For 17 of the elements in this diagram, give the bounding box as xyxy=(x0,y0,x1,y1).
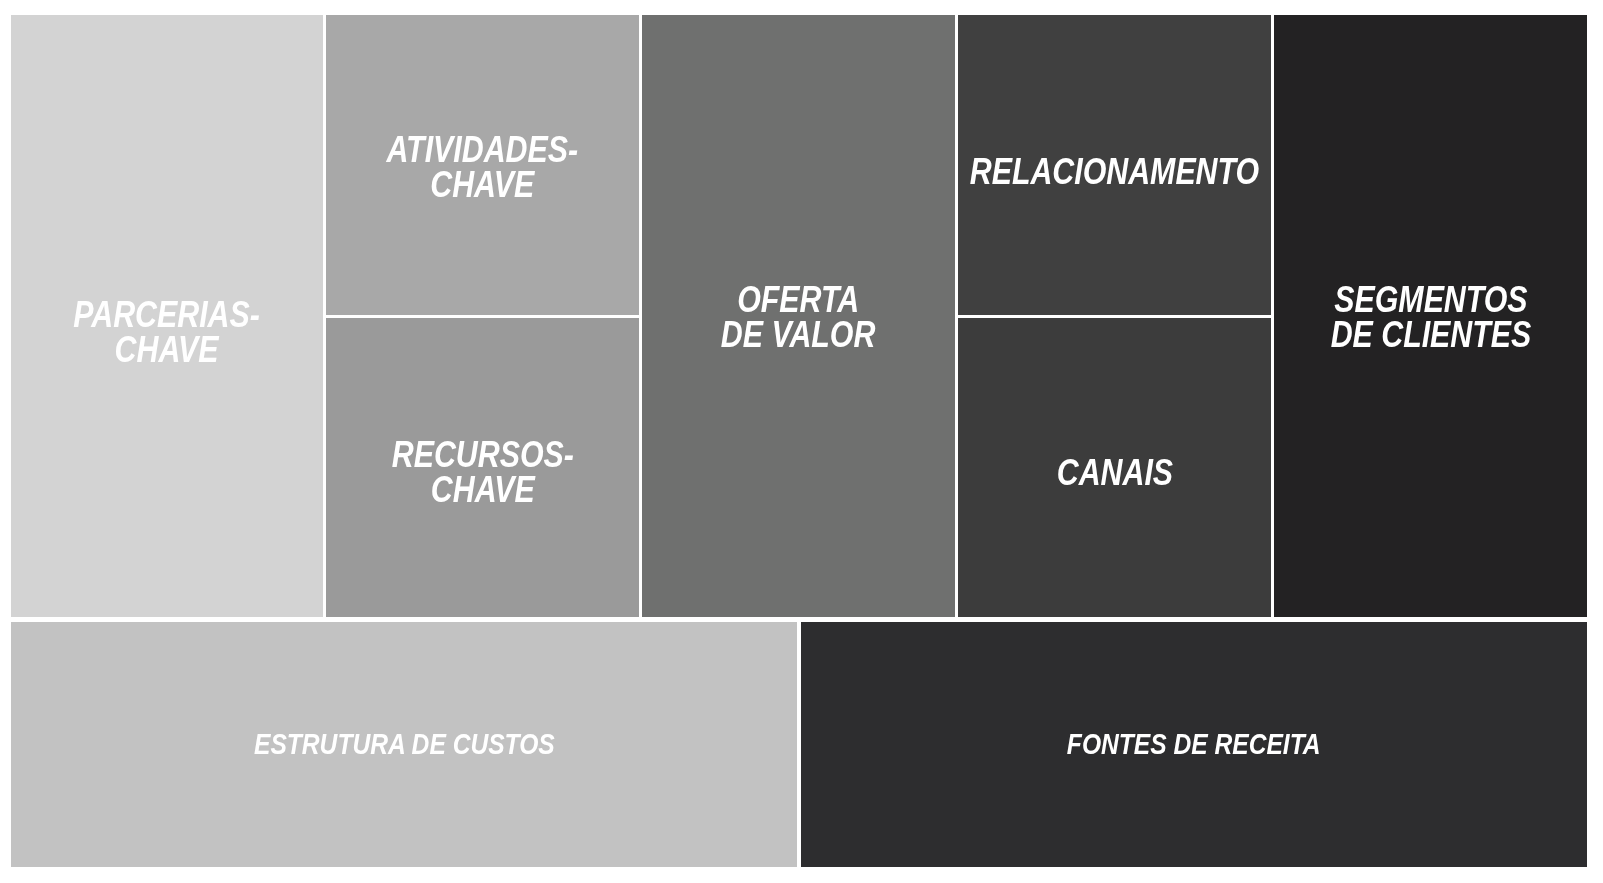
canvas-section-panel xyxy=(326,15,639,315)
section-title: RELACIONAMENTO xyxy=(969,154,1260,190)
canvas-section-panel xyxy=(642,15,955,617)
section-title: SEGMENTOS DE CLIENTES xyxy=(1329,283,1532,353)
canvas-section-panel xyxy=(326,318,639,617)
section-title: CANAIS xyxy=(1056,456,1173,491)
canvas-section-panel xyxy=(11,15,323,617)
section-title: ATIVIDADES-CHAVE xyxy=(385,133,580,203)
section-title: RECURSOS-CHAVE xyxy=(390,437,575,508)
canvas-section-panel xyxy=(958,15,1271,315)
section-title: ESTRUTURA DE CUSTOS xyxy=(253,730,555,759)
canvas-section-panel xyxy=(958,318,1271,617)
section-title: OFERTA DE VALOR xyxy=(720,283,877,353)
canvas-section-panel xyxy=(801,622,1587,867)
canvas-section-panel xyxy=(1274,15,1587,617)
section-title: FONTES DE RECEITA xyxy=(1067,730,1321,759)
canvas-section-panel xyxy=(11,622,797,867)
